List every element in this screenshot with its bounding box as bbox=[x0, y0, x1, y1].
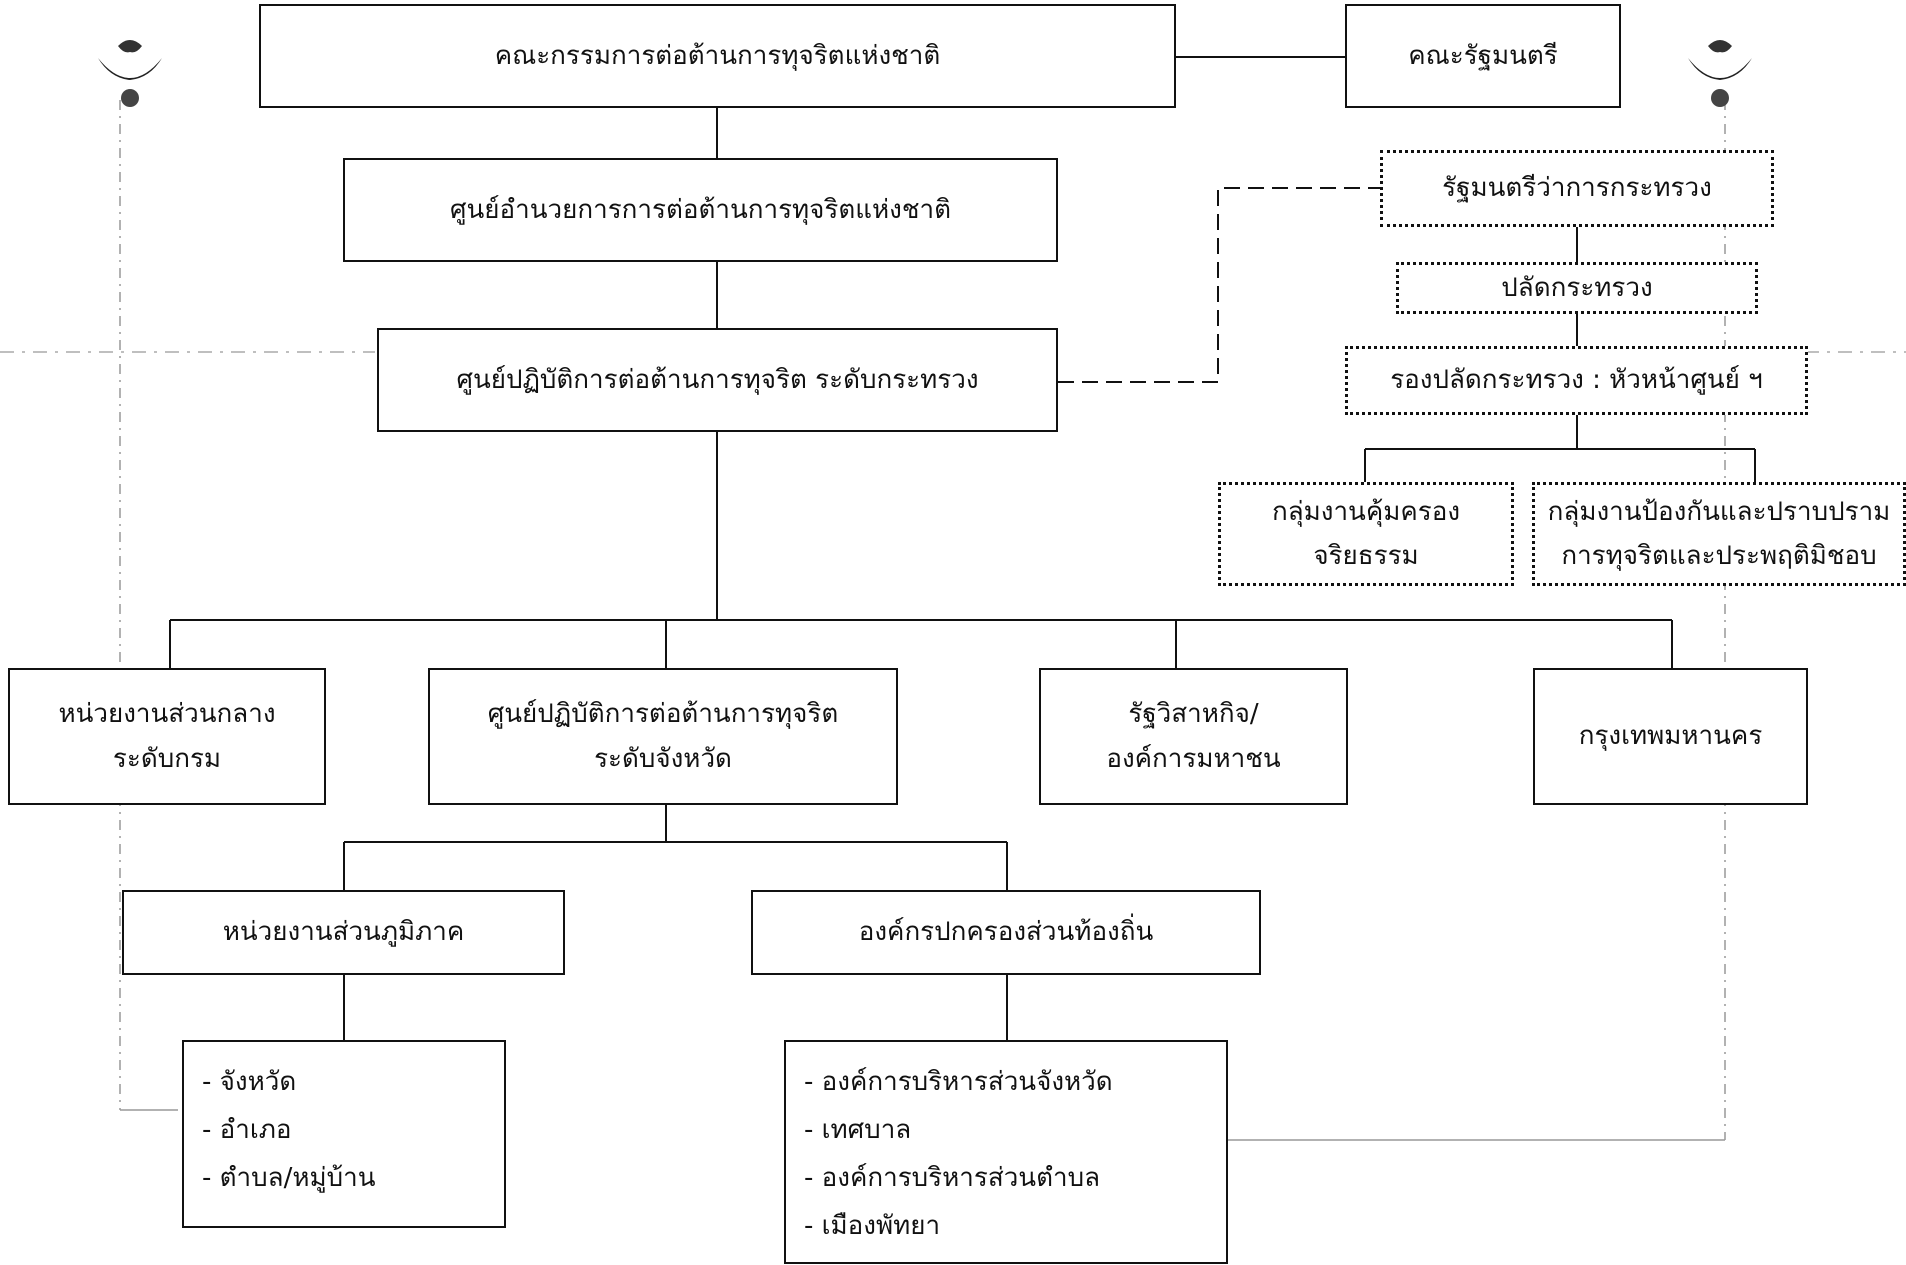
cabinet-label: คณะรัฐมนตรี bbox=[1408, 40, 1558, 71]
national-center-label: ศูนย์อำนวยการการต่อต้านการทุจริตแห่งชาติ bbox=[450, 194, 951, 225]
prevention-group-box: กลุ่มงานป้องกันและปราบปราม การทุจริตและป… bbox=[1532, 482, 1906, 586]
left-seal-icon bbox=[98, 40, 162, 107]
permanent-secretary-box: ปลัดกระทรวง bbox=[1396, 262, 1758, 314]
ministry-center-box: ศูนย์ปฏิบัติการต่อต้านการทุจริต ระดับกระ… bbox=[377, 328, 1058, 432]
bangkok-box: กรุงเทพมหานคร bbox=[1533, 668, 1808, 805]
bangkok-label: กรุงเทพมหานคร bbox=[1578, 721, 1763, 752]
list-item: เทศบาล bbox=[804, 1106, 1113, 1154]
prevention-group-line-2: การทุจริตและประพฤติมิชอบ bbox=[1561, 541, 1877, 571]
prevention-group-line-1: กลุ่มงานป้องกันและปราบปราม bbox=[1547, 496, 1891, 527]
regional-admin-label: หน่วยงานส่วนภูมิภาค bbox=[222, 917, 465, 948]
nacc-label: คณะกรรมการต่อต้านการทุจริตแห่งชาติ bbox=[494, 40, 941, 71]
list-item: องค์การบริหารส่วนตำบล bbox=[804, 1154, 1113, 1202]
ethics-group-line-2: จริยธรรม bbox=[1313, 541, 1419, 571]
cabinet-box: คณะรัฐมนตรี bbox=[1345, 4, 1621, 108]
list-item: เมืองพัทยา bbox=[804, 1202, 1113, 1250]
nacc-box: คณะกรรมการต่อต้านการทุจริตแห่งชาติ bbox=[259, 4, 1176, 108]
minister-box: รัฐมนตรีว่าการกระทรวง bbox=[1380, 150, 1774, 227]
list-item: องค์การบริหารส่วนจังหวัด bbox=[804, 1058, 1113, 1106]
list-item: ตำบล/หมู่บ้าน bbox=[202, 1154, 376, 1202]
list-item: จังหวัด bbox=[202, 1058, 376, 1106]
right-seal-icon bbox=[1688, 40, 1752, 107]
regional-list: จังหวัด อำเภอ ตำบล/หมู่บ้าน bbox=[202, 1058, 376, 1202]
central-dept-line-2: ระดับกรม bbox=[112, 743, 222, 774]
list-item: อำเภอ bbox=[202, 1106, 376, 1154]
ethics-group-line-1: กลุ่มงานคุ้มครอง bbox=[1271, 496, 1461, 527]
national-center-box: ศูนย์อำนวยการการต่อต้านการทุจริตแห่งชาติ bbox=[343, 158, 1058, 262]
ethics-group-box: กลุ่มงานคุ้มครอง จริยธรรม bbox=[1218, 482, 1514, 586]
minister-label: รัฐมนตรีว่าการกระทรวง bbox=[1442, 173, 1712, 204]
state-enterprise-line-2: องค์การมหาชน bbox=[1106, 743, 1281, 774]
deputy-secretary-label: รองปลัดกระทรวง : หัวหน้าศูนย์ ฯ bbox=[1390, 365, 1763, 396]
ministry-center-label: ศูนย์ปฏิบัติการต่อต้านการทุจริต ระดับกระ… bbox=[456, 364, 979, 395]
local-list: องค์การบริหารส่วนจังหวัด เทศบาล องค์การบ… bbox=[804, 1058, 1113, 1250]
state-enterprise-line-1: รัฐวิสาหกิจ/ bbox=[1128, 699, 1259, 730]
state-enterprise-box: รัฐวิสาหกิจ/ องค์การมหาชน bbox=[1039, 668, 1348, 805]
central-dept-box: หน่วยงานส่วนกลาง ระดับกรม bbox=[8, 668, 326, 805]
province-center-line-1: ศูนย์ปฏิบัติการต่อต้านการทุจริต bbox=[487, 699, 839, 730]
deputy-secretary-box: รองปลัดกระทรวง : หัวหน้าศูนย์ ฯ bbox=[1345, 346, 1808, 415]
local-list-box: องค์การบริหารส่วนจังหวัด เทศบาล องค์การบ… bbox=[784, 1040, 1228, 1264]
regional-admin-box: หน่วยงานส่วนภูมิภาค bbox=[122, 890, 565, 975]
permanent-secretary-label: ปลัดกระทรวง bbox=[1501, 272, 1653, 303]
regional-list-box: จังหวัด อำเภอ ตำบล/หมู่บ้าน bbox=[182, 1040, 506, 1228]
local-admin-label: องค์กรปกครองส่วนท้องถิ่น bbox=[858, 917, 1154, 948]
province-center-line-2: ระดับจังหวัด bbox=[594, 743, 732, 774]
central-dept-line-1: หน่วยงานส่วนกลาง bbox=[58, 699, 276, 730]
local-admin-box: องค์กรปกครองส่วนท้องถิ่น bbox=[751, 890, 1261, 975]
province-center-box: ศูนย์ปฏิบัติการต่อต้านการทุจริต ระดับจัง… bbox=[428, 668, 898, 805]
